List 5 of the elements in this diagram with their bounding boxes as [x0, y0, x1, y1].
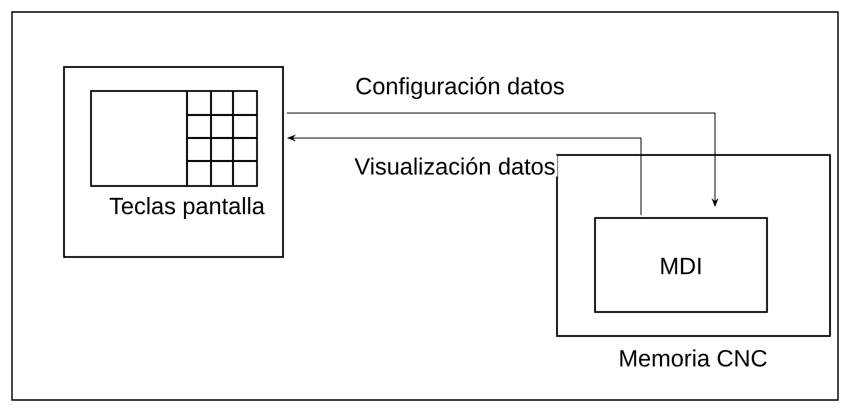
device-box: Teclas pantalla [63, 66, 284, 258]
edge-label: Configuración datos [354, 75, 566, 101]
node-label: Memoria CNC [620, 349, 767, 367]
mdi-box: MDI [594, 217, 768, 313]
edge-label: Visualización datos [352, 155, 558, 177]
